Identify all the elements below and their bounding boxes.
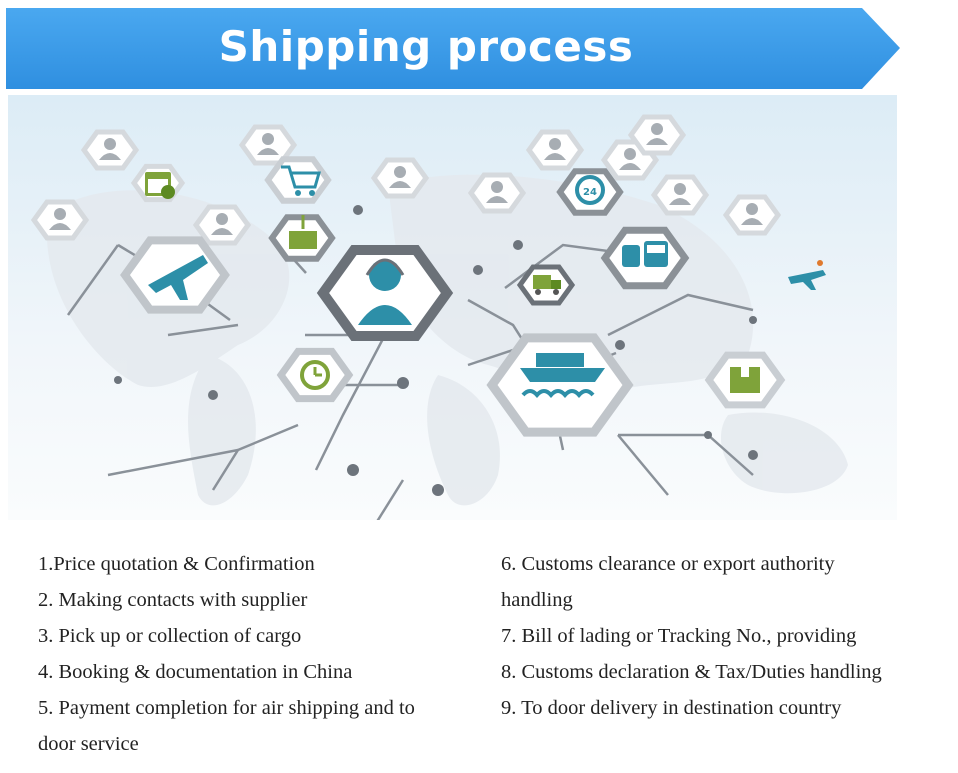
crate-icon bbox=[289, 215, 317, 249]
24h-node bbox=[556, 168, 624, 216]
svg-text:24: 24 bbox=[583, 187, 597, 198]
step-8: 8. Customs declaration & Tax/Duties hand… bbox=[501, 661, 882, 683]
cargo-ship-icon bbox=[520, 353, 605, 399]
person-icon bbox=[741, 203, 763, 225]
banner-arrow-shape bbox=[6, 8, 900, 89]
cargo-ship-node bbox=[486, 333, 634, 437]
step-6-cont: handling bbox=[501, 589, 573, 611]
step-4: 4. Booking & documentation in China bbox=[38, 661, 353, 683]
title-banner: Shipping process bbox=[6, 8, 900, 89]
step-3: 3. Pick up or collection of cargo bbox=[38, 625, 302, 647]
step-6: 6. Customs clearance or export authority bbox=[501, 553, 835, 575]
step-2: 2. Making contacts with supplier bbox=[38, 589, 308, 611]
person-icon bbox=[486, 181, 508, 203]
shopping-cart-icon bbox=[281, 165, 321, 196]
person-icon bbox=[646, 123, 668, 145]
customer-service-icon bbox=[358, 258, 412, 325]
step-7: 7. Bill of lading or Tracking No., provi… bbox=[501, 625, 857, 647]
shipping-network-illustration: 24 bbox=[8, 95, 897, 587]
airplane-icon bbox=[148, 255, 208, 300]
step-5: 5. Payment completion for air shipping a… bbox=[38, 697, 415, 719]
stopwatch-icon bbox=[300, 360, 330, 390]
person-icon bbox=[619, 148, 641, 170]
person-icon bbox=[99, 138, 121, 160]
step-9: 9. To door delivery in destination count… bbox=[501, 697, 842, 719]
steps-left-column: 1.Price quotation & Confirmation 2. Maki… bbox=[38, 546, 415, 762]
person-icon bbox=[544, 138, 566, 160]
person-icon bbox=[669, 183, 691, 205]
truck-icon bbox=[533, 275, 561, 295]
small-plane-icon bbox=[788, 260, 826, 290]
step-1: 1.Price quotation & Confirmation bbox=[38, 553, 315, 575]
person-icon bbox=[389, 166, 411, 188]
steps-right-column: 6. Customs clearance or export authority… bbox=[501, 546, 882, 726]
person-icon bbox=[257, 133, 279, 155]
hexagon-nodes: 24 bbox=[30, 114, 826, 437]
package-icon bbox=[730, 367, 760, 393]
person-icon bbox=[211, 213, 233, 235]
customer-service-node bbox=[316, 245, 454, 341]
person-icon bbox=[49, 208, 71, 230]
page-title: Shipping process bbox=[218, 22, 634, 71]
network-dots bbox=[114, 205, 758, 496]
step-5-cont: door service bbox=[38, 733, 139, 755]
train-icon bbox=[622, 241, 668, 267]
calendar-icon bbox=[145, 172, 175, 199]
24h-service-icon: 24 bbox=[575, 175, 605, 205]
